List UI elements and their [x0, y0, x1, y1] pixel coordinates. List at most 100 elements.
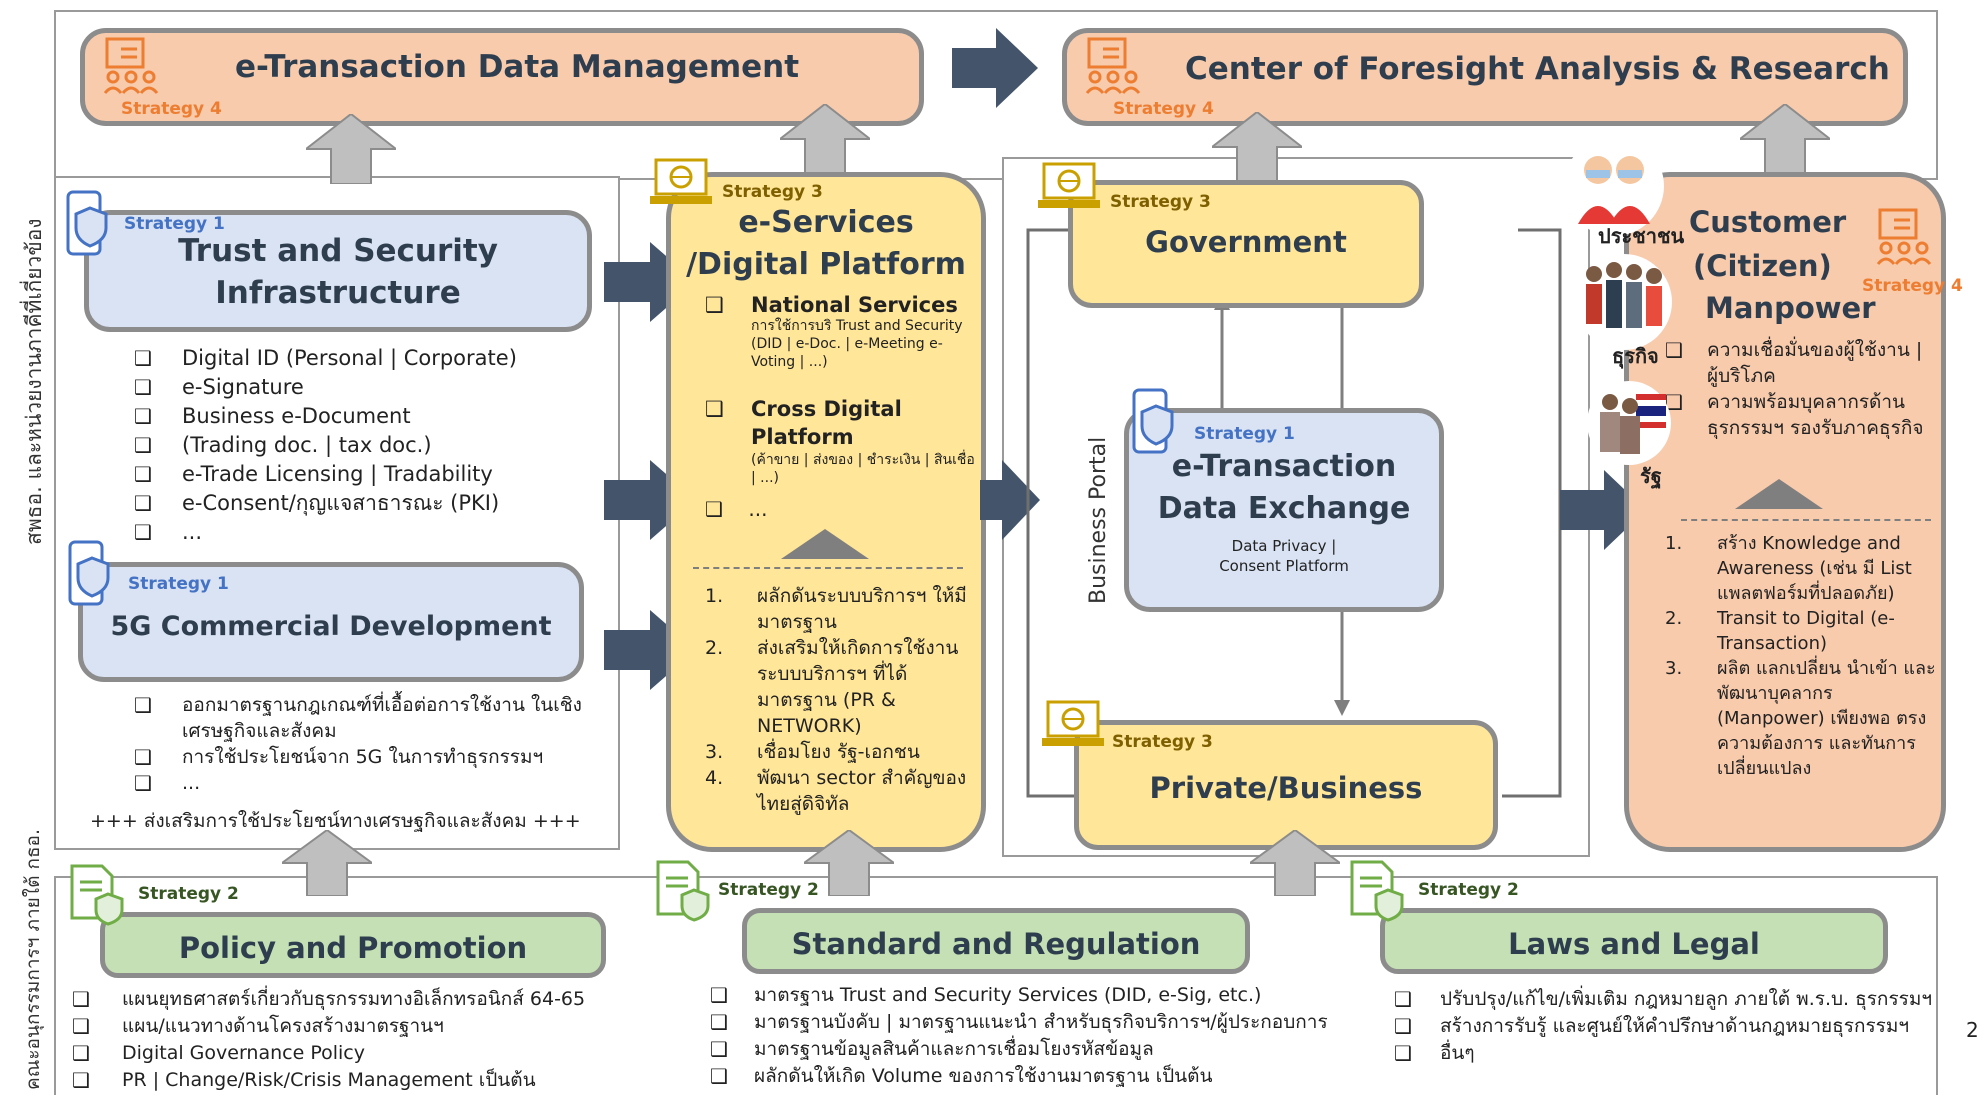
business-portal-label: Business Portal: [1086, 436, 1111, 604]
standard-item: ผลักดันให้เกิด Volume ของการใช้งานมาตรฐา…: [710, 1063, 1390, 1090]
trust-item: e-Trade Licensing | Tradability: [134, 460, 604, 489]
mobile-shield-icon: [66, 190, 108, 256]
5g-item: ...: [134, 770, 604, 796]
eservices-numbered: 1.ผลักดันระบบบริการฯ ให้มีมาตรฐาน 2.ส่งเ…: [705, 583, 967, 817]
customer-items: ความเชื่อมั่นของผู้ใช้งาน | ผู้บริโภค คว…: [1665, 337, 1935, 441]
laws-box: Laws and Legal: [1380, 908, 1888, 974]
standard-items: มาตรฐาน Trust and Security Services (DID…: [710, 982, 1390, 1090]
5g-title: 5G Commercial Development: [110, 611, 552, 642]
policy-strategy: Strategy 2: [138, 884, 239, 904]
5g-footer: +++ ส่งเสริมการใช้ประโยชน์ทางเศรษฐกิจและ…: [90, 810, 581, 832]
customer-strategy: Strategy 4: [1862, 276, 1963, 296]
document-shield-icon: [656, 860, 710, 922]
foresight-title: Center of Foresight Analysis & Research: [1185, 51, 1890, 87]
cross-desc: (ค้าขาย | ส่งของ | ชำระเงิน | สินเชื่อ |…: [751, 452, 975, 486]
trust-item: Digital ID (Personal | Corporate): [134, 344, 604, 373]
customer-box: Customer (Citizen) Manpower ความเชื่อมั่…: [1624, 172, 1946, 852]
up-arrow: [1250, 830, 1340, 896]
policy-item: Digital Governance Policy: [72, 1040, 672, 1067]
customer-title-line3: Manpower: [1705, 291, 1876, 325]
trust-item: ...: [134, 518, 604, 547]
data-exchange-box: e-Transaction Data Exchange Data Privacy…: [1124, 408, 1444, 612]
cross-title-line2: Platform: [751, 425, 854, 449]
trust-strategy: Strategy 1: [124, 214, 225, 234]
customer-item: ความพร้อมบุคลากรด้านธุรกรรมฯ รองรับภาคธุ…: [1665, 389, 1935, 441]
policy-box: Policy and Promotion: [100, 912, 606, 978]
cross-platform: ❑ Cross Digital Platform (ค้าขาย | ส่งขอ…: [705, 397, 975, 486]
5g-item: การใช้ประโยชน์จาก 5G ในการทำธุรกรรมฯ: [134, 744, 604, 770]
dashed-divider: [1681, 519, 1931, 521]
government-strategy: Strategy 3: [1110, 192, 1211, 212]
foresight-strategy: Strategy 4: [1113, 99, 1214, 119]
eservices-more: ❑ ...: [705, 497, 768, 521]
up-arrow: [282, 830, 372, 896]
mobile-shield-icon: [68, 540, 110, 606]
state-officials-icon: [1587, 381, 1671, 465]
eservices-step: 2.ส่งเสริมให้เกิดการใช้งานระบบบริการฯ ที…: [705, 637, 959, 737]
customer-numbered: 1.สร้าง Knowledge and Awareness (เช่น มี…: [1665, 531, 1937, 781]
up-arrow: [1740, 104, 1830, 174]
trust-title-line2: Infrastructure: [215, 275, 461, 311]
exchange-sub1: Data Privacy |: [1231, 537, 1337, 555]
exchange-title-line2: Data Exchange: [1157, 491, 1411, 526]
up-arrow: [306, 114, 396, 184]
side-label-bottom: คณะอนุกรรมการฯ ภายใต้ กธอ.: [22, 829, 44, 1090]
standard-item: มาตรฐานบังคับ | มาตรฐานแนะนำ สำหรับธุรกิ…: [710, 1009, 1390, 1036]
eservices-step: 4.พัฒนา sector สำคัญของไทยสู่ดิจิทัล: [705, 767, 967, 815]
trust-item: (Trading doc. | tax doc.): [134, 431, 604, 460]
people-label: ประชาชน: [1598, 224, 1685, 248]
mobile-shield-icon: [1132, 388, 1174, 454]
5g-items: ออกมาตรฐานกฎเกณฑ์ที่เอื้อต่อการใช้งาน ใน…: [134, 692, 604, 796]
policy-item: PR | Change/Risk/Crisis Management เป็นต…: [72, 1067, 672, 1094]
government-box: Government: [1068, 180, 1424, 308]
policy-items: แผนยุทธศาสตร์เกี่ยวกับธุรกรรมทางอิเล็กทร…: [72, 986, 672, 1094]
customer-step: 3.ผลิต แลกเปลี่ยน นำเข้า และพัฒนาบุคลากร…: [1665, 658, 1936, 779]
policy-title: Policy and Promotion: [178, 931, 528, 965]
up-arrow: [1212, 112, 1302, 182]
business-label: ธุรกิจ: [1612, 344, 1659, 368]
exchange-strategy: Strategy 1: [1194, 424, 1295, 444]
customer-title-line2: (Citizen): [1693, 249, 1832, 283]
5g-strategy: Strategy 1: [128, 574, 229, 594]
standard-box: Standard and Regulation: [742, 908, 1250, 974]
national-services: ❑ National Services การใช้การบริ Trust a…: [705, 293, 975, 371]
national-title: National Services: [751, 293, 958, 317]
private-title: Private/Business: [1149, 771, 1423, 805]
customer-step: 2.Transit to Digital (e-Transaction): [1665, 608, 1895, 654]
trust-item: e-Signature: [134, 373, 604, 402]
exchange-title-line1: e-Transaction: [1171, 449, 1397, 484]
team-board-icon: [1876, 208, 1932, 265]
laptop-globe-icon: [1042, 700, 1104, 746]
policy-item: แผน/แนวทางด้านโครงสร้างมาตรฐานฯ: [72, 1013, 672, 1040]
team-board-icon: [1085, 37, 1141, 94]
laws-item: สร้างการรับรู้ และศูนย์ให้คำปรึกษาด้านกฎ…: [1394, 1013, 1950, 1040]
eservices-strategy: Strategy 3: [722, 182, 823, 202]
laws-title: Laws and Legal: [1508, 927, 1760, 961]
side-label-left: สพธอ. และหน่วยงานภาคีที่เกี่ยวข้อง: [22, 218, 46, 545]
data-management-strategy: Strategy 4: [121, 99, 222, 119]
5g-box: 5G Commercial Development: [78, 562, 584, 682]
trust-item: Business e-Document: [134, 402, 604, 431]
customer-item: ความเชื่อมั่นของผู้ใช้งาน | ผู้บริโภค: [1665, 337, 1935, 389]
page-number: 2: [1966, 1018, 1979, 1042]
triangle-marker: [781, 529, 869, 559]
standard-title: Standard and Regulation: [791, 927, 1201, 961]
private-business-box: Private/Business: [1074, 720, 1498, 850]
up-arrow: [804, 830, 894, 896]
arrow-right-top: [952, 28, 1038, 108]
trust-title-line1: Trust and Security: [178, 233, 498, 269]
cross-title-line1: Cross Digital: [751, 397, 902, 421]
laws-strategy: Strategy 2: [1418, 880, 1519, 900]
government-title: Government: [1145, 225, 1347, 259]
private-strategy: Strategy 3: [1112, 732, 1213, 752]
laptop-globe-icon: [1038, 162, 1100, 208]
laws-item: ปรับปรุง/แก้ไข/เพิ่มเติม กฎหมายลูก ภายใต…: [1394, 986, 1950, 1013]
standard-item: มาตรฐาน Trust and Security Services (DID…: [710, 982, 1390, 1009]
policy-item: แผนยุทธศาสตร์เกี่ยวกับธุรกรรมทางอิเล็กทร…: [72, 986, 672, 1013]
business-people-icon: [1576, 254, 1672, 350]
data-management-box: e-Transaction Data Management Strategy 4: [80, 28, 924, 126]
dashed-divider: [693, 567, 963, 569]
laptop-globe-icon: [650, 158, 712, 204]
citizens-icon: [1564, 136, 1664, 236]
foresight-box: Center of Foresight Analysis & Research …: [1062, 28, 1908, 126]
